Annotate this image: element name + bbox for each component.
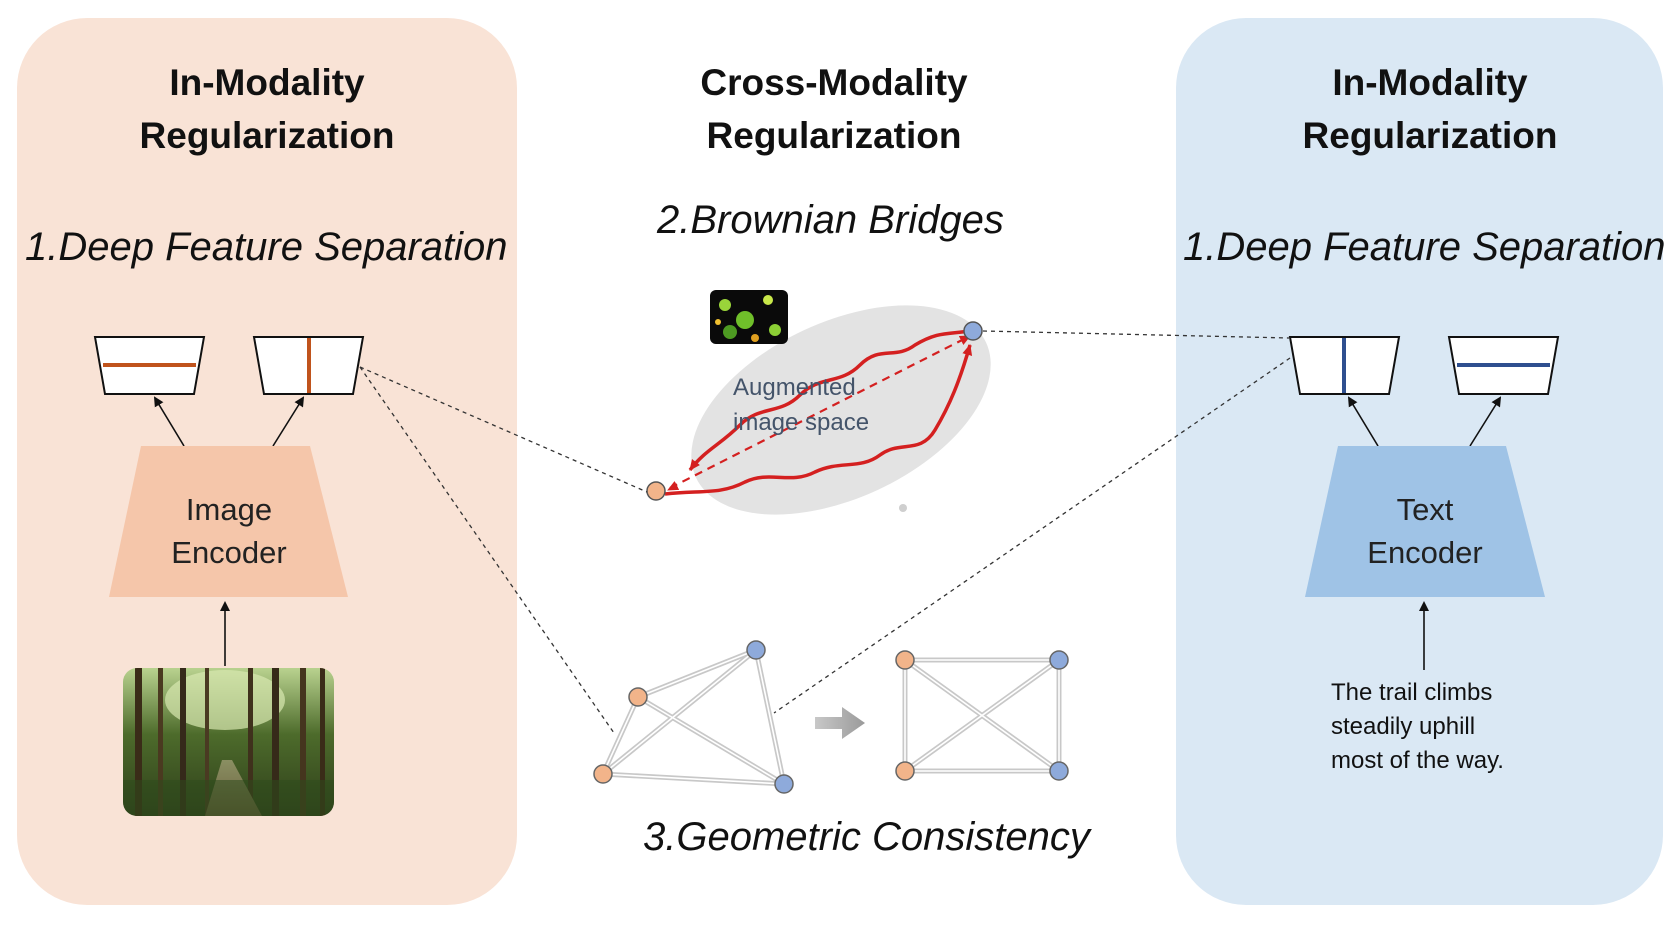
graph2-node-orange-bottom — [895, 761, 915, 781]
geometric-consistency-label: 3.Geometric Consistency — [643, 815, 1090, 859]
text-encoder-block — [1305, 446, 1545, 597]
text-encoder-label: Text Encoder — [1367, 492, 1483, 570]
regular-geometry-graph — [895, 650, 1069, 781]
image-encoder-label: Image Encoder — [171, 492, 287, 570]
text-encoder-to-feature1-arrow — [1347, 396, 1379, 447]
augmented-forest-thumbnail — [710, 290, 788, 344]
augmented-space-label: Augmented image space — [733, 374, 870, 436]
left-panel-title: In-Modality Regularization — [139, 62, 395, 156]
image-feature-box-horizontal — [93, 336, 206, 395]
center-title: Cross-Modality Regularization — [700, 62, 968, 156]
brownian-bridges-label: 2.Brownian Bridges — [657, 198, 1004, 242]
image-feature-box-vertical — [252, 336, 365, 395]
brownian-bridge-upper-path — [688, 328, 976, 472]
input-text-caption: The trail climbs steadily uphill most of… — [1331, 679, 1504, 774]
bridge-end-node-blue — [963, 321, 983, 341]
brownian-bridge-dashed-arrow — [669, 335, 971, 489]
image-feature-to-graph-dotted-line — [359, 366, 615, 734]
graph1-node-orange-top — [628, 687, 648, 707]
forest-path-photo — [123, 668, 334, 816]
text-feature-box-horizontal — [1447, 336, 1560, 395]
left-panel-subtitle: 1.Deep Feature Separation — [25, 225, 508, 269]
image-encoder-block — [109, 446, 348, 597]
text-feature-box-vertical — [1288, 336, 1401, 395]
text-feature-to-graph-dotted-line — [773, 357, 1291, 714]
graph1-node-blue-bottom — [774, 774, 794, 794]
bridge-start-node-orange — [646, 481, 666, 501]
right-panel-title: In-Modality Regularization — [1302, 62, 1558, 156]
stray-dot — [899, 504, 907, 512]
brownian-bridge-lower-path — [664, 344, 973, 496]
right-panel-subtitle: 1.Deep Feature Separation — [1183, 225, 1666, 269]
graph2-node-orange-top — [895, 650, 915, 670]
graph2-node-blue-top — [1049, 650, 1069, 670]
gray-right-arrow-icon — [815, 707, 865, 739]
image-encoder-to-feature2-arrow — [272, 396, 305, 447]
graph2-node-blue-bottom — [1049, 761, 1069, 781]
irregular-geometry-graph — [593, 640, 794, 794]
text-feature-to-bridge-dotted-line — [982, 330, 1290, 339]
graph1-node-orange-bottom — [593, 764, 613, 784]
image-encoder-to-feature1-arrow — [153, 396, 185, 447]
graph1-node-blue-top — [746, 640, 766, 660]
augmented-image-space-region — [691, 305, 991, 515]
text-encoder-to-feature2-arrow — [1469, 396, 1502, 447]
